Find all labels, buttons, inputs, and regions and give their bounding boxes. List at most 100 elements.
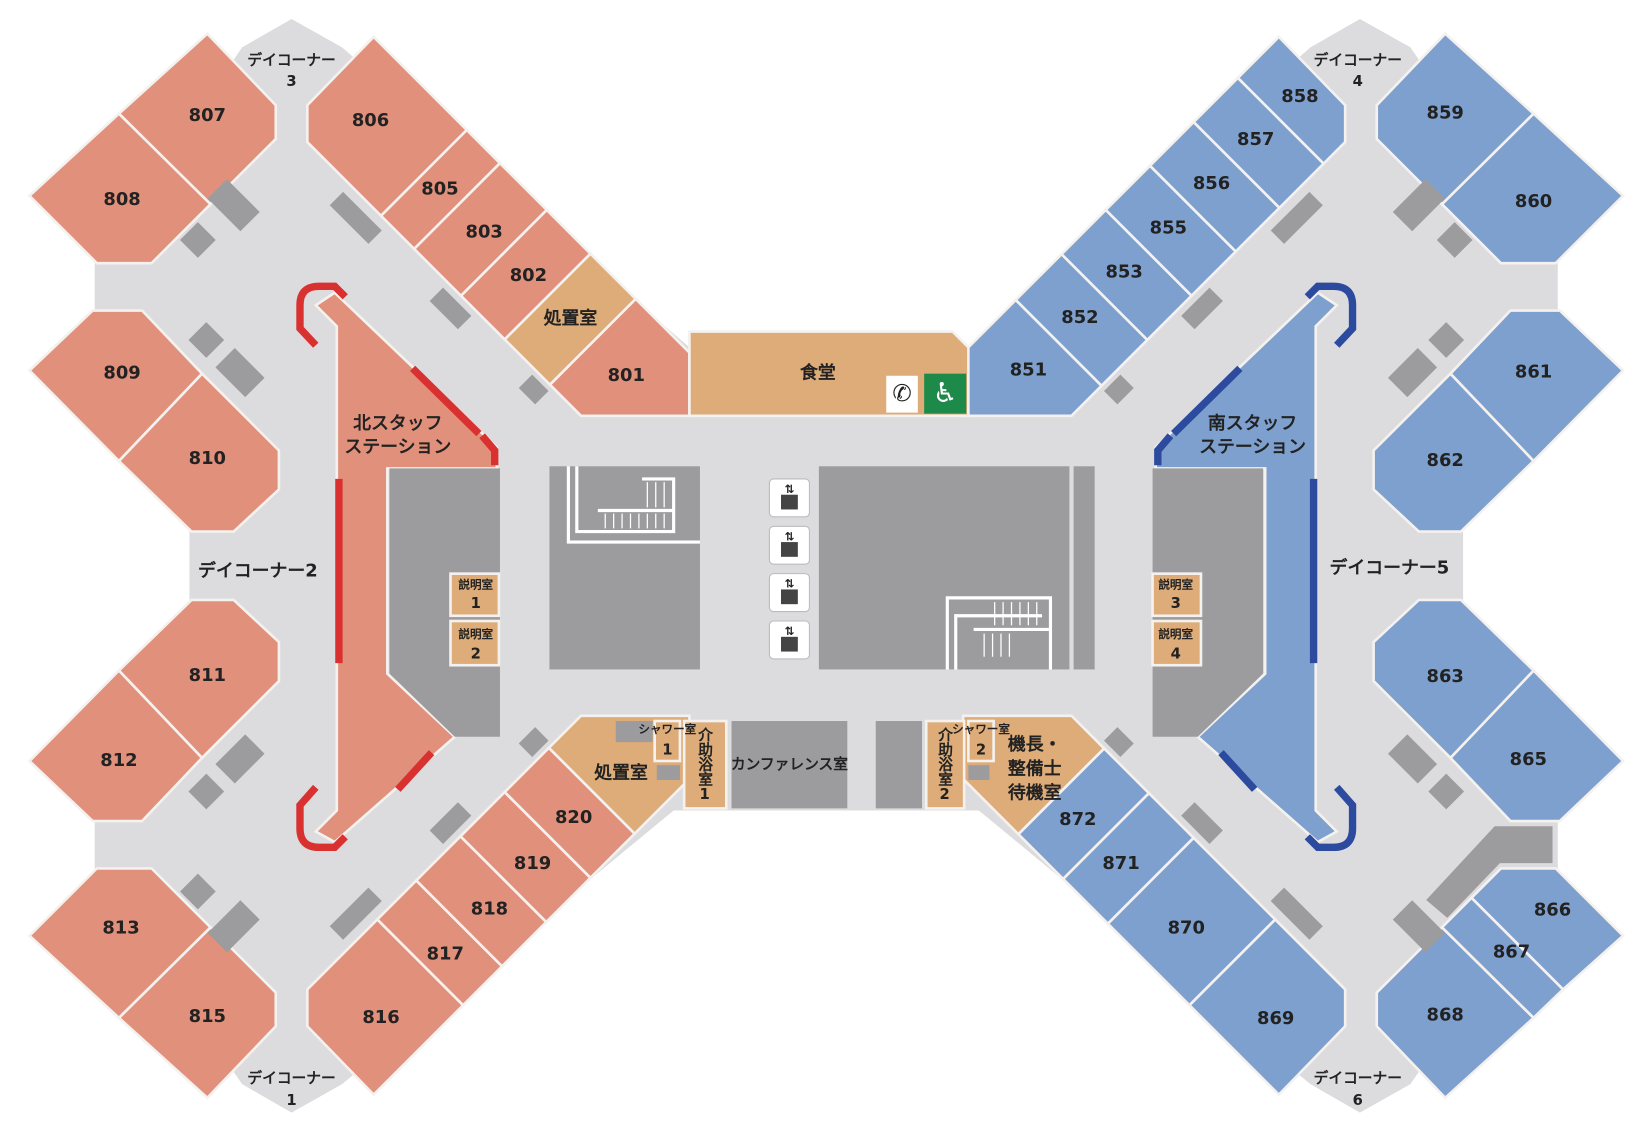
map-labels: 807808809810806805803802処置室8018158138128… bbox=[100, 51, 1571, 1109]
stairs-icon bbox=[945, 596, 1053, 670]
day-corner-label: 3 bbox=[286, 73, 296, 90]
elevator-1[interactable]: ⇅ bbox=[768, 478, 810, 518]
elevator-icon: ⇅ bbox=[781, 482, 798, 510]
svg-text:⇅: ⇅ bbox=[785, 529, 795, 543]
room-label: 806 bbox=[352, 110, 389, 131]
room-label: 2 bbox=[471, 646, 481, 663]
room-label: 868 bbox=[1427, 1005, 1464, 1026]
room-868[interactable] bbox=[1375, 925, 1536, 1100]
room-807[interactable] bbox=[117, 31, 278, 207]
room-label: 810 bbox=[189, 448, 226, 469]
svg-text:⇅: ⇅ bbox=[785, 482, 795, 496]
room-809[interactable] bbox=[27, 309, 204, 463]
room-label: 812 bbox=[100, 750, 137, 771]
room-867[interactable] bbox=[1440, 895, 1565, 1020]
quadrant-south-lower bbox=[961, 598, 1625, 1100]
room-859[interactable] bbox=[1375, 31, 1536, 207]
room-851[interactable] bbox=[961, 298, 1104, 418]
shower-room-1[interactable] bbox=[653, 719, 682, 763]
room-label: 861 bbox=[1515, 362, 1552, 383]
storage-block bbox=[207, 900, 260, 953]
room-label: 808 bbox=[103, 189, 140, 210]
area-label: シャワー室 bbox=[952, 722, 1010, 736]
elevator-3[interactable]: ⇅ bbox=[768, 573, 810, 613]
room-860[interactable] bbox=[1440, 111, 1625, 265]
explanation-room-4[interactable] bbox=[1151, 619, 1203, 667]
svg-text:✆: ✆ bbox=[892, 381, 911, 407]
storage-block bbox=[180, 222, 216, 258]
storage-block bbox=[429, 287, 472, 330]
room-label: 805 bbox=[421, 178, 458, 199]
elevator-icon: ⇅ bbox=[781, 577, 798, 605]
room-811[interactable] bbox=[117, 598, 281, 760]
crew-standby-room[interactable] bbox=[961, 714, 1107, 837]
quadrant-south-upper bbox=[961, 31, 1625, 533]
explanation-room-3[interactable] bbox=[1151, 572, 1203, 618]
room-label: 856 bbox=[1193, 173, 1230, 194]
room-label: 説明室 bbox=[458, 578, 493, 592]
room-label: 816 bbox=[362, 1007, 399, 1028]
room-label: 870 bbox=[1168, 917, 1205, 938]
svg-text:⇅: ⇅ bbox=[785, 624, 795, 638]
room-861[interactable] bbox=[1448, 309, 1625, 463]
room-label: 809 bbox=[103, 363, 140, 384]
room-label: 3 bbox=[1171, 595, 1181, 612]
room-label: 853 bbox=[1105, 262, 1142, 283]
elevator-4[interactable]: ⇅ bbox=[768, 620, 810, 660]
room-label: 4 bbox=[1171, 646, 1181, 663]
room-label: 811 bbox=[189, 665, 226, 686]
station-label: ステーション bbox=[344, 436, 451, 457]
room-810[interactable] bbox=[117, 371, 281, 533]
storage-block bbox=[207, 179, 260, 232]
storage-block bbox=[1387, 734, 1438, 784]
storage-block bbox=[215, 734, 265, 784]
area-label: 整備士 bbox=[1008, 757, 1062, 779]
conference-room[interactable] bbox=[731, 721, 848, 809]
room-865[interactable] bbox=[1448, 668, 1625, 823]
svg-text:⇅: ⇅ bbox=[785, 577, 795, 591]
explanation-room-1[interactable] bbox=[449, 572, 501, 618]
day-corner-label: デイコーナー2 bbox=[198, 560, 318, 582]
north-staff-station[interactable] bbox=[296, 282, 499, 852]
room-label: 863 bbox=[1427, 666, 1464, 687]
assisted-bath-2[interactable] bbox=[924, 719, 966, 810]
station-label: 北スタッフ bbox=[353, 413, 442, 434]
room-808[interactable] bbox=[27, 111, 213, 265]
room-863[interactable] bbox=[1372, 598, 1536, 760]
area-label: カンファレンス室 bbox=[731, 755, 848, 773]
utility-block bbox=[656, 765, 680, 780]
storage-block bbox=[329, 887, 382, 940]
explanation-room-2[interactable] bbox=[449, 619, 501, 667]
area-label: シャワー室 bbox=[638, 722, 696, 736]
assisted-bath-1[interactable] bbox=[682, 719, 728, 810]
day-corner-label: デイコーナー bbox=[247, 51, 335, 69]
room-815[interactable] bbox=[117, 925, 278, 1100]
day-corner-label: 1 bbox=[286, 1092, 296, 1109]
storage-block bbox=[518, 727, 549, 757]
storage-block bbox=[1392, 900, 1445, 953]
storage-block bbox=[329, 191, 382, 244]
elevator-icon: ⇅ bbox=[781, 529, 798, 557]
room-862[interactable] bbox=[1372, 371, 1536, 533]
room-label: 862 bbox=[1427, 450, 1464, 471]
storage-block bbox=[1426, 826, 1553, 918]
area-label: 介助浴室2 bbox=[936, 726, 953, 803]
room-label: 817 bbox=[427, 944, 464, 965]
area-label: 食堂 bbox=[800, 362, 836, 384]
room-801[interactable] bbox=[548, 297, 691, 418]
room-label: 872 bbox=[1059, 809, 1096, 830]
day-corner-label: デイコーナー bbox=[1314, 1069, 1402, 1087]
room-label: 803 bbox=[466, 222, 503, 243]
room-label: 858 bbox=[1281, 86, 1318, 107]
day-corner-label: 6 bbox=[1353, 1092, 1363, 1109]
room-813[interactable] bbox=[27, 867, 213, 1020]
area-label: 2 bbox=[976, 741, 986, 758]
south-staff-station[interactable] bbox=[1154, 282, 1357, 852]
elevator-2[interactable]: ⇅ bbox=[768, 525, 810, 565]
room-label: 851 bbox=[1010, 360, 1047, 381]
room-label: 867 bbox=[1493, 942, 1530, 963]
shower-room-2[interactable] bbox=[967, 719, 995, 763]
storage-block bbox=[1181, 287, 1223, 330]
room-812[interactable] bbox=[27, 668, 204, 823]
